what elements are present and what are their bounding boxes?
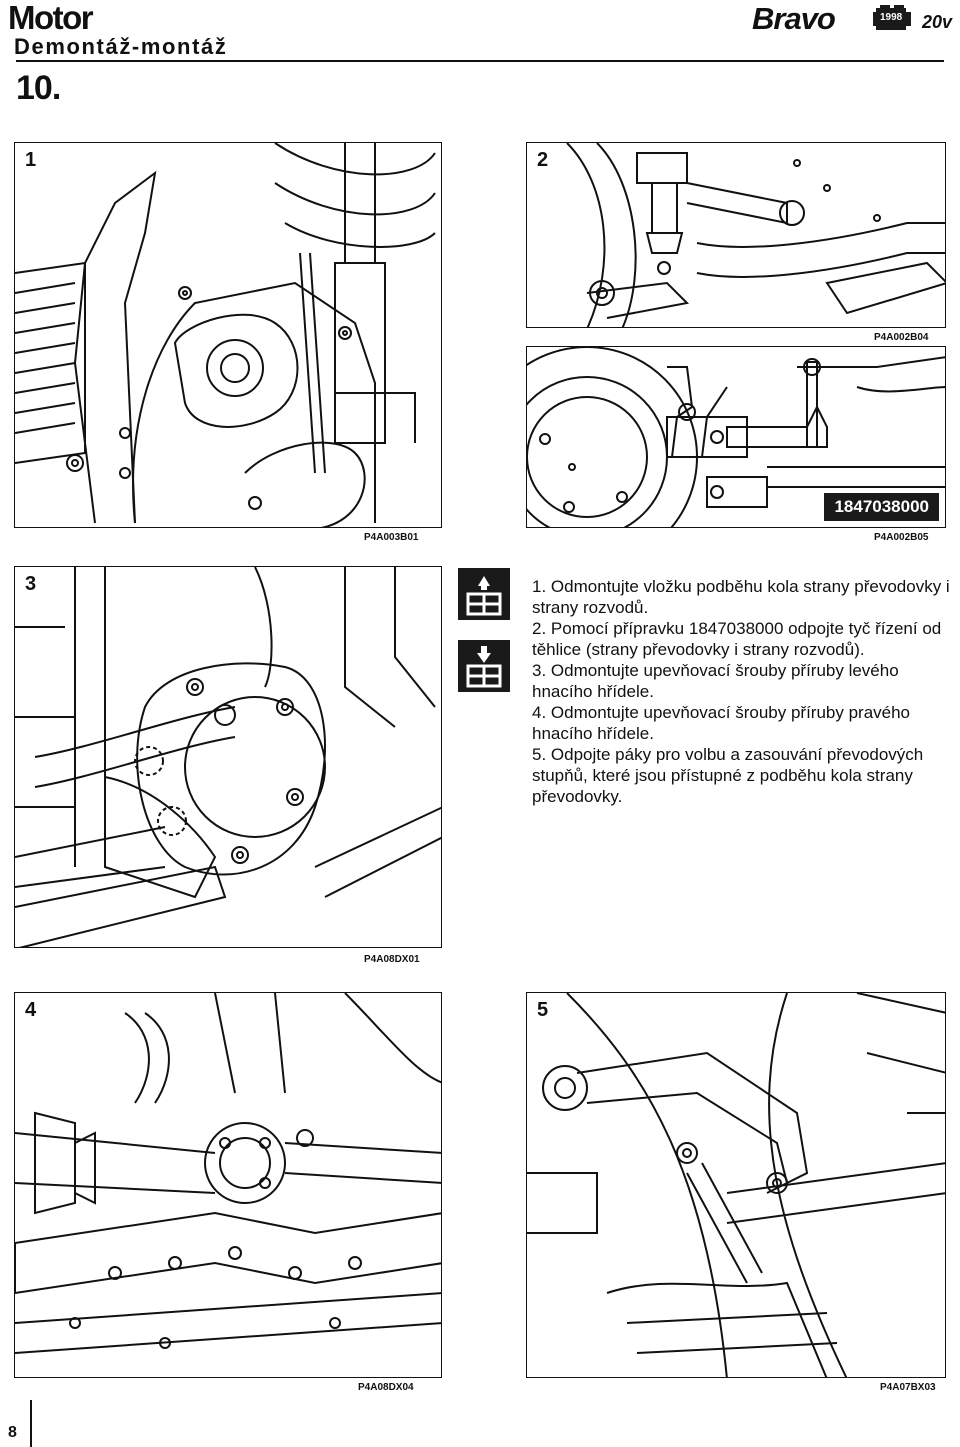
figure-number: 1 [25,149,37,171]
step-number: 4. [532,703,547,722]
figure-code: P4A002B04 [874,332,929,343]
step-text: Odmontujte upevňovací šrouby příruby lev… [532,661,899,701]
instruction-step: 2. Pomocí přípravku 1847038000 odpojte t… [532,618,952,660]
install-component-icon [458,640,510,692]
figure-4: 4 [14,992,442,1378]
figure-code: P4A003B01 [364,532,419,543]
step-number: 1. [532,577,547,596]
step-text: Pomocí přípravku 1847038000 odpojte tyč … [532,619,942,659]
figure-number: 4 [25,999,37,1021]
page-number: 8 [8,1424,17,1441]
figure-2b: 1847038000 [526,346,946,528]
figure-1: 1 [14,142,442,528]
figure-number: 2 [537,149,549,171]
figure-code: P4A002B05 [874,532,929,543]
engine-variant: 20v [922,12,953,32]
instruction-list: 1. Odmontujte vložku podběhu kola strany… [532,576,952,807]
step-number: 3. [532,661,547,680]
step-text: Odpojte páky pro volbu a zasouvání převo… [532,745,924,806]
remove-component-icon [458,568,510,620]
step-number: 5. [532,745,547,764]
subsection-title: Demontáž-montáž [14,34,228,59]
figure-5-illustration [527,993,945,1377]
figure-4-illustration [15,993,441,1354]
figure-2b-illustration [527,347,945,527]
year-label: 1998 [880,12,903,23]
figure-5: 5 [526,992,946,1378]
figure-code: P4A08DX04 [358,1382,414,1393]
step-text: Odmontujte vložku podběhu kola strany př… [532,577,950,617]
figure-3: 3 [14,566,442,948]
figure-3-illustration [15,567,441,947]
figure-1-illustration [15,143,436,527]
figure-number: 5 [537,999,549,1021]
step-number: 2. [532,619,547,638]
figure-2-illustration [566,143,945,327]
page-number-divider [30,1400,32,1447]
instruction-step: 4. Odmontujte upevňovací šrouby příruby … [532,702,952,744]
instruction-step: 3. Odmontujte upevňovací šrouby příruby … [532,660,952,702]
figure-code: P4A08DX01 [364,954,420,965]
instruction-step: 1. Odmontujte vložku podběhu kola strany… [532,576,952,618]
figure-2: 2 [526,142,946,328]
engine-block-icon [873,5,911,30]
model-name: Bravo [752,1,836,36]
tool-number-label: 1847038000 [824,493,939,521]
chapter-number: 10. [16,69,61,107]
header-rule [16,60,944,62]
figure-number: 3 [25,573,37,595]
figure-code: P4A07BX03 [880,1382,936,1393]
instruction-step: 5. Odpojte páky pro volbu a zasouvání př… [532,744,952,807]
section-title: Motor [8,0,94,36]
step-text: Odmontujte upevňovací šrouby příruby pra… [532,703,911,743]
